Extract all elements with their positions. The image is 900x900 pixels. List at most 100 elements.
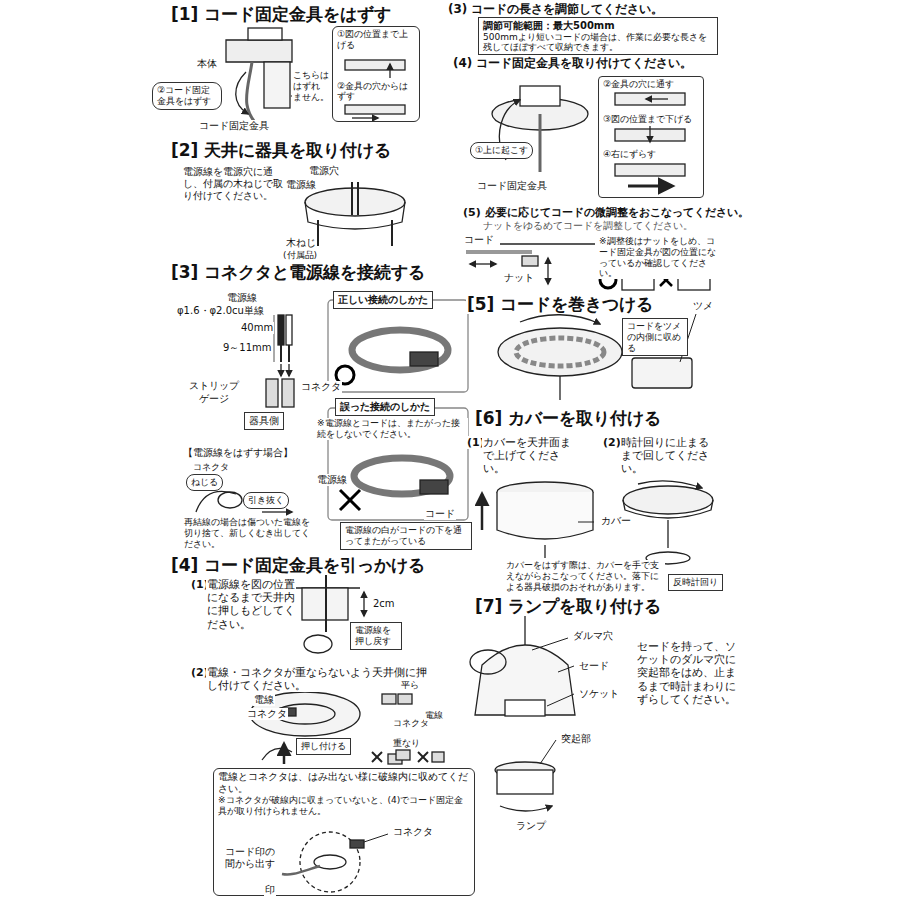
part-label: 平ら xyxy=(400,680,420,691)
instruction-note: 電源線を図の位置になるまで天井内に押しもどしてください。 xyxy=(206,578,296,631)
wire-strip-figure xyxy=(278,315,284,345)
dashed-area-figure xyxy=(364,834,388,842)
instruction-note: 再結線の場合は傷ついた電線を切り捨て、新しくむき出してください。 xyxy=(183,517,315,549)
part-label: 木ねじ xyxy=(285,237,317,249)
lamp-figure xyxy=(475,645,575,715)
press-figure xyxy=(372,752,382,762)
bracket-removal-figure xyxy=(345,105,405,114)
instruction-note: ※電源線とコードは、またがった接続をしないでください。 xyxy=(316,418,468,440)
part-label: 突起部 xyxy=(560,733,592,745)
press-figure xyxy=(250,681,444,764)
wire-strip-figure xyxy=(266,379,278,407)
bracket-attach-figure xyxy=(646,98,668,99)
wrong-connection-figure xyxy=(340,490,360,510)
ceiling-mount-figure xyxy=(305,182,405,246)
sub-step-heading: (2) xyxy=(602,436,622,449)
box-text: ②金具の穴からはずす xyxy=(337,81,415,103)
box-text: 引き抜く xyxy=(248,495,284,506)
part-label: 電線 xyxy=(424,710,444,721)
step-heading: [2] 天井に器具を取り付ける xyxy=(170,140,392,160)
press-figure xyxy=(418,752,428,762)
inset-panel: ①図の位置まで上げる ②金具の穴からはずす xyxy=(332,26,420,122)
step-heading: [7] ランプを取り付ける xyxy=(474,596,662,616)
part-label: こちらは はずれ ません。 xyxy=(292,70,332,102)
cover-figure xyxy=(544,545,545,558)
bracket-attach-figure xyxy=(615,93,685,105)
cord-adjust-figure xyxy=(547,258,548,284)
wire-removal-figure xyxy=(218,492,242,508)
press-figure xyxy=(398,694,412,704)
cord-wind-figure xyxy=(498,328,622,376)
callout-box: ねじる xyxy=(186,474,223,491)
part-label: 電源線 xyxy=(285,179,317,191)
bracket-attach-figure xyxy=(520,86,560,106)
part-label: コネクタ xyxy=(392,826,434,838)
instruction-note: カバーをはずす際は、カバーを手で支えながらおこなってください。落下による器具破損… xyxy=(505,560,665,592)
bracket-removal-figure xyxy=(226,40,292,62)
press-figure xyxy=(372,752,382,762)
heading-box: 正しい接続のしかた xyxy=(333,291,433,309)
part-label: ナット xyxy=(503,272,535,284)
box-text: コードをツメの内側に収める xyxy=(627,321,683,353)
part-label: 電線 xyxy=(253,694,275,706)
step-heading: [1] コード固定金具をはずす xyxy=(170,4,392,24)
wire-removal-figure xyxy=(262,511,292,512)
step-heading: [6] カバーを取り付ける xyxy=(474,408,662,428)
part-label: ダルマ穴 xyxy=(572,630,614,642)
callout-box: 押し付ける xyxy=(296,738,351,755)
correct-connection-figure xyxy=(328,300,468,392)
press-figure xyxy=(432,752,444,762)
lamp-figure xyxy=(470,650,506,674)
cover-figure xyxy=(623,500,713,518)
callout-box: 反時計回り xyxy=(668,574,723,591)
wire-strip-figure xyxy=(288,345,290,362)
cover-figure xyxy=(497,492,593,539)
cord-adjust-figure xyxy=(470,263,496,264)
bracket-removal-figure xyxy=(248,28,282,40)
part-label: コネクタ xyxy=(246,708,288,720)
box-text: 反時計回り xyxy=(673,577,718,588)
press-figure xyxy=(396,750,410,760)
part-label: 電源線 xyxy=(226,292,258,304)
box-text: 500mmより短いコードの場合は、作業に必要な長さを残してほぼすべて収納できます… xyxy=(483,32,713,53)
lamp-figure xyxy=(500,806,552,811)
part-label: ソケット xyxy=(578,688,620,700)
box-text: ①図の位置まで上げる xyxy=(337,29,415,51)
part-label: 電源穴 xyxy=(308,165,340,177)
box-text: ④右にずらす xyxy=(603,149,699,160)
heading-box: 誤った接続のしかた xyxy=(335,398,435,416)
part-label: ランプ xyxy=(515,820,547,832)
instruction-note: セードを持って、ソケットのダルマ穴に突起部をはめ、止まるまで時計まわりにずらして… xyxy=(636,640,738,706)
wire-strip-figure xyxy=(288,364,289,376)
box-text: 電源線の白がコードの下を通ってまたがっている xyxy=(345,525,467,547)
dashed-area-figure xyxy=(282,832,388,892)
dashed-area-figure xyxy=(282,866,320,875)
bracket-removal-figure xyxy=(352,117,378,118)
box-text: ねじる xyxy=(191,477,218,488)
label-box: 器具側 xyxy=(244,412,284,430)
wire-strip-figure xyxy=(280,345,282,362)
ceiling-mount-figure xyxy=(391,220,393,246)
box-text: ②コード固定金具をはずす xyxy=(157,85,217,107)
part-label: ゲージ xyxy=(198,393,230,405)
cord-wind-figure xyxy=(498,314,696,400)
cord-wind-figure xyxy=(520,315,600,324)
box-text: 押し付ける xyxy=(301,741,346,752)
ceiling-mount-figure xyxy=(305,188,405,216)
correct-connection-figure xyxy=(410,352,438,366)
press-figure xyxy=(283,744,286,764)
wire-strip-figure xyxy=(274,345,275,362)
bracket-removal-figure xyxy=(236,72,248,114)
part-label: 40mm xyxy=(240,322,274,334)
callout-box: ②コード固定金具をはずす xyxy=(152,82,222,110)
ceiling-mount-figure xyxy=(317,220,319,246)
part-label: コード xyxy=(424,508,456,520)
sub-step-heading: (3) コードの長さを調節してください。 xyxy=(447,2,665,16)
part-label: (付属品) xyxy=(282,250,318,261)
cord-adjust-figure xyxy=(466,250,532,254)
correct-connection-figure xyxy=(352,330,448,370)
instruction-note: 時計回りに止まるまで回してください。 xyxy=(620,436,714,476)
bracket-removal-figure xyxy=(264,62,290,108)
box-text: 器具側 xyxy=(249,415,279,427)
